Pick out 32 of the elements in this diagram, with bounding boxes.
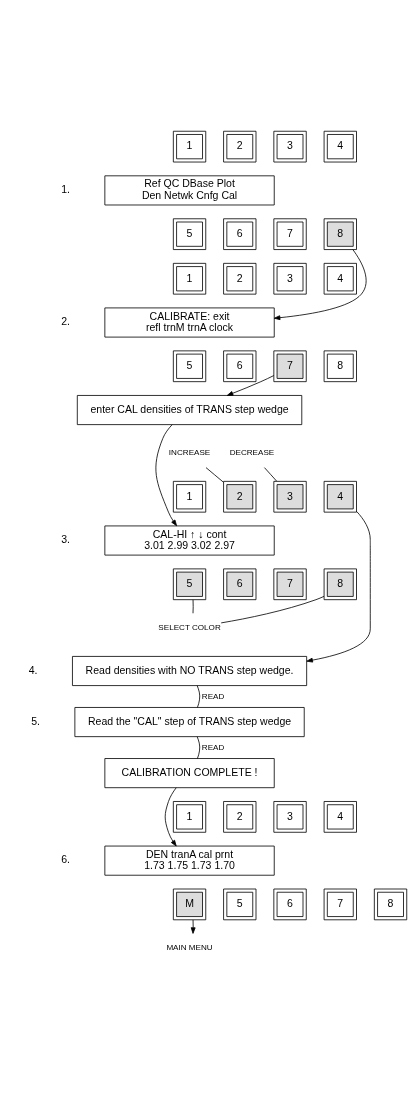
- node-label: 5.: [31, 714, 40, 727]
- node-label: 1.: [61, 182, 70, 195]
- connector: [205, 466, 224, 483]
- edge-label: READ: [201, 742, 225, 752]
- node-label: 4.: [28, 663, 38, 676]
- connector: [264, 466, 278, 481]
- node-box: enter CAL densities of TRANS step wedge: [76, 394, 303, 425]
- edge-label: READ: [201, 691, 225, 701]
- arrow: [226, 374, 275, 396]
- node-box: Read the "CAL" step of TRANS step wedge: [74, 706, 305, 737]
- node-box: CAL-HI ↑ ↓ cont 3.01 2.99 3.02 2.97: [104, 525, 275, 555]
- connector: [220, 595, 325, 623]
- arrow: [155, 423, 177, 526]
- node-box: Ref QC DBase Plot Den Netwk Cnfg Cal: [104, 174, 275, 205]
- arrow: [190, 919, 196, 934]
- node-box: Read densities with NO TRANS step wedge.: [72, 655, 308, 686]
- arrow: [164, 786, 177, 846]
- connector: [196, 684, 201, 708]
- connector: [192, 598, 194, 614]
- node-text: INCREASE: [168, 447, 211, 457]
- arrow: [306, 510, 371, 663]
- node-box: DEN tranA cal prnt 1.73 1.75 1.73 1.70: [104, 845, 275, 876]
- node-text: DECREASE: [229, 447, 275, 457]
- arrow: [273, 248, 367, 320]
- node-label: 6.: [61, 852, 70, 865]
- node-label: 3.: [61, 532, 70, 545]
- node-label: 2.: [61, 314, 70, 327]
- node-box: CALIBRATION COMPLETE !: [104, 757, 275, 788]
- node-box: CALIBRATE: exit refl trnM trnA clock: [104, 307, 275, 337]
- node-text: MAIN MENU: [166, 942, 213, 952]
- node-text: SELECT COLOR: [158, 622, 221, 632]
- connector: [196, 735, 201, 759]
